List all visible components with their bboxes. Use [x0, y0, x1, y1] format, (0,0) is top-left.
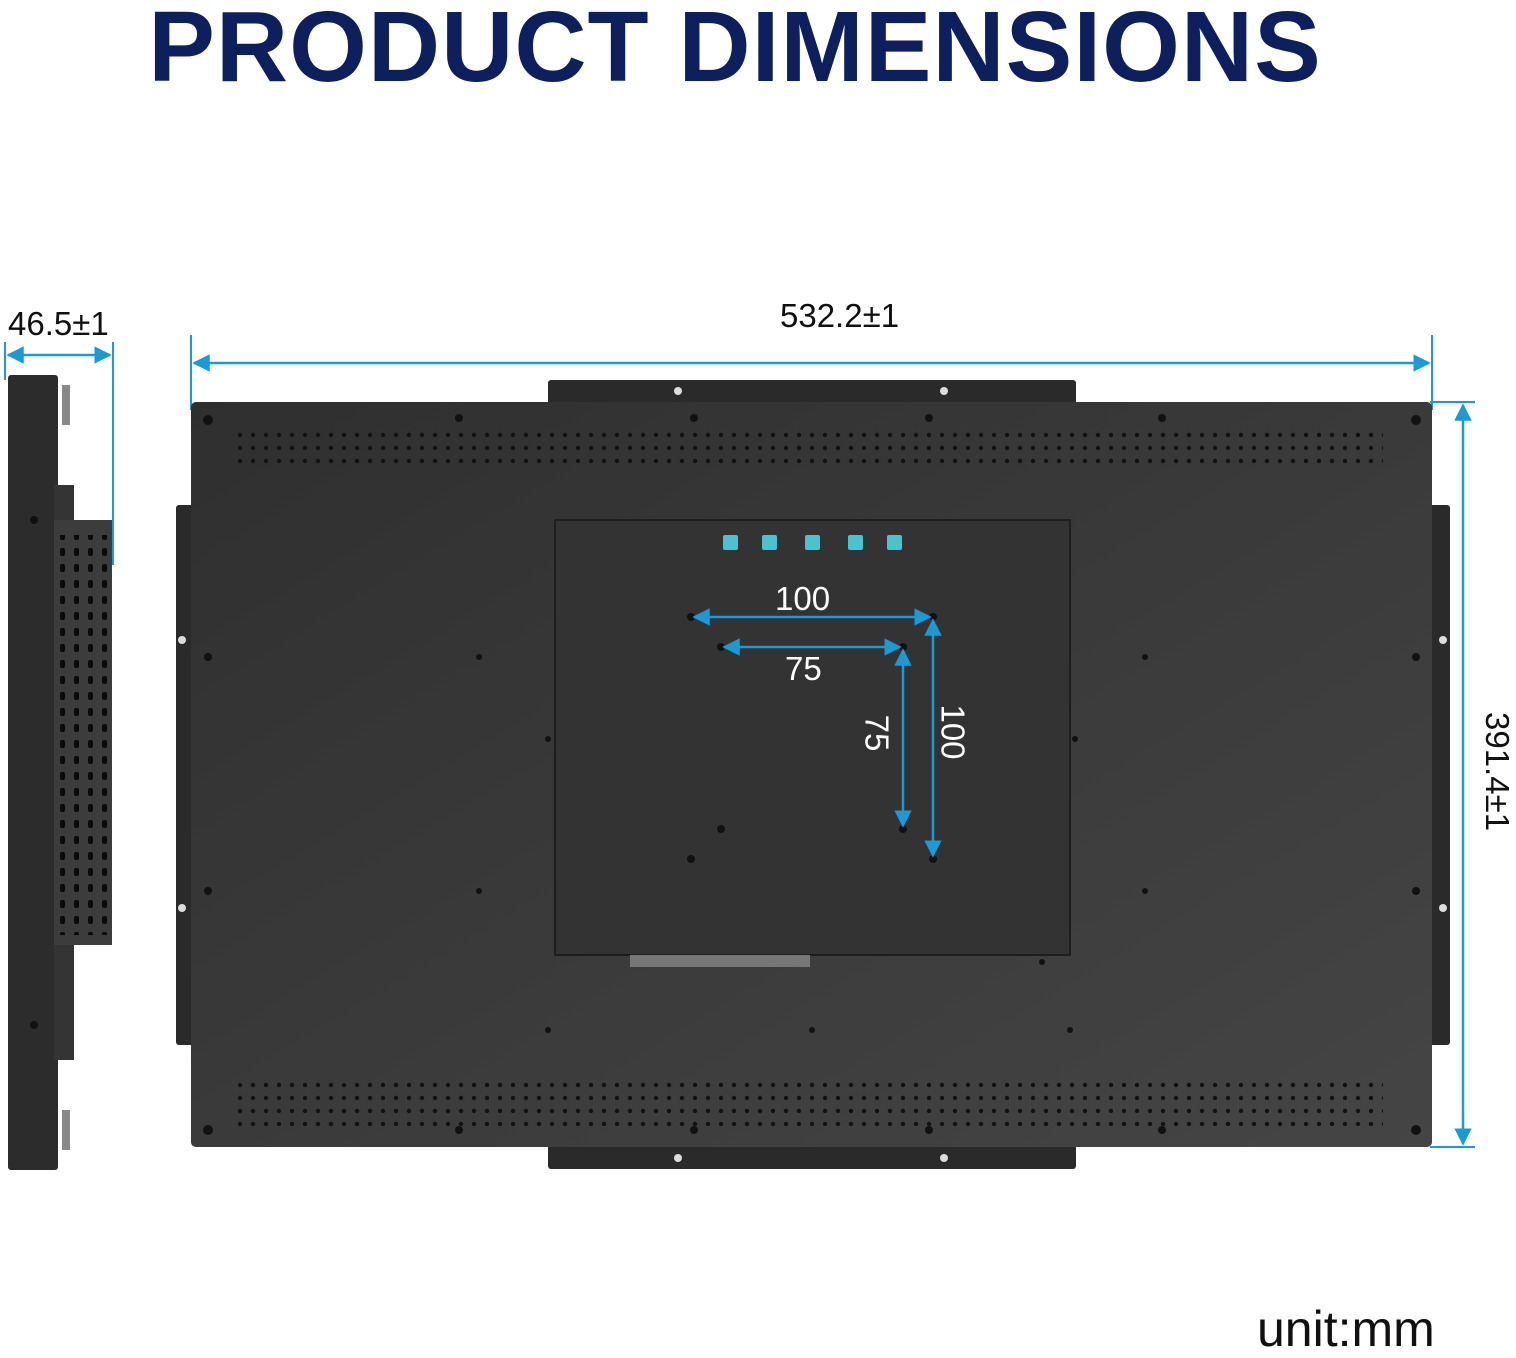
width-dimension-line	[190, 335, 1433, 410]
side-view	[8, 375, 112, 1170]
vesa-75-vertical-label: 75	[858, 714, 896, 752]
page-title: PRODUCT DIMENSIONS	[148, 0, 1322, 103]
height-dimension-label: 391.4±1	[1479, 712, 1516, 832]
depth-dimension-label: 46.5±1	[8, 305, 109, 342]
vesa-75-horizontal-label: 75	[785, 650, 822, 687]
monitor-back-panel	[191, 402, 1432, 1147]
control-buttons	[723, 535, 902, 550]
vesa-100-vertical-label: 100	[934, 704, 972, 760]
vesa-dimension-lines	[692, 608, 942, 858]
unit-label: unit:mm	[1257, 1301, 1435, 1357]
depth-dimension-line	[4, 342, 114, 565]
vesa-100-horizontal-label: 100	[775, 580, 831, 617]
height-dimension-line	[1430, 401, 1475, 1148]
width-dimension-label: 532.2±1	[780, 297, 900, 334]
